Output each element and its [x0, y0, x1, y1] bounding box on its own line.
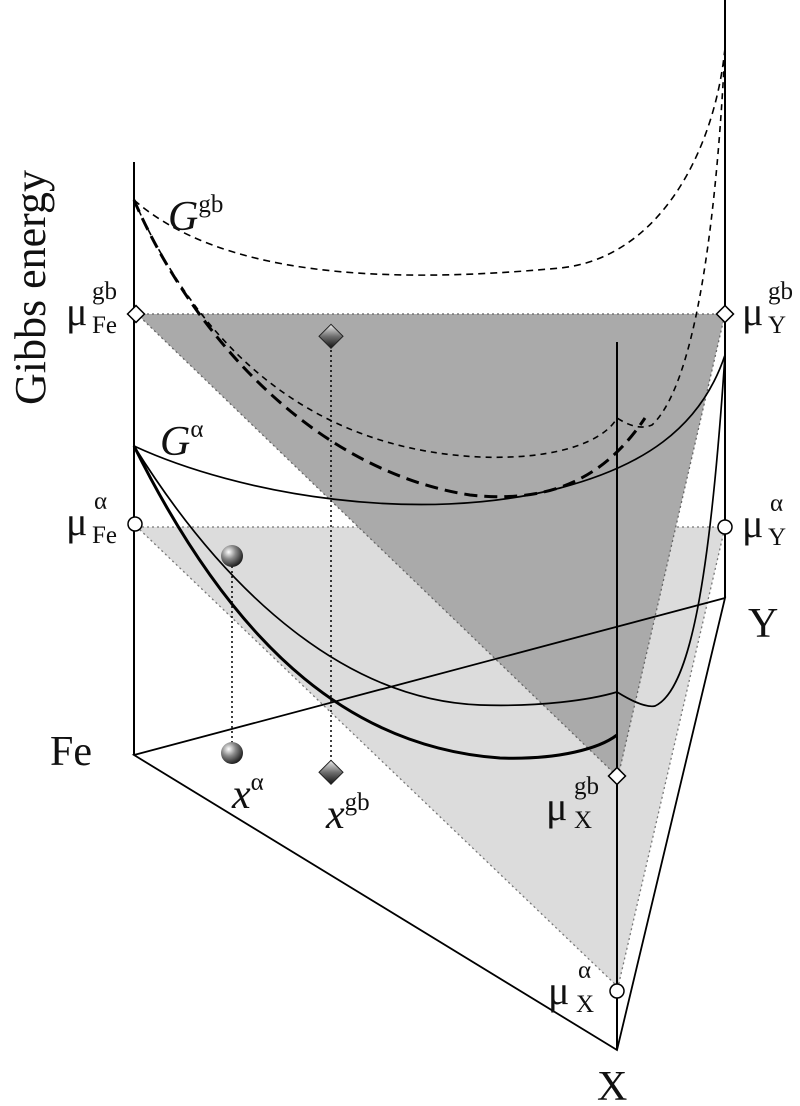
mu-y-alpha-marker: [717, 519, 733, 535]
g-gb-inner-curve: [133, 47, 726, 459]
gb-tangent-plane: [135, 313, 726, 779]
x-alpha-label: xα: [231, 769, 264, 818]
svg-text:gb: gb: [92, 278, 117, 305]
mu-x-gb-marker: [607, 766, 627, 786]
svg-text:X: X: [576, 991, 594, 1018]
mu-x-gb-label: μ gb X: [546, 773, 599, 834]
svg-text:μ: μ: [742, 501, 763, 546]
g-alpha-fe-x-edge: [132, 445, 618, 760]
vertex-label-fe: Fe: [50, 729, 92, 775]
vertex-label-y: Y: [748, 601, 778, 647]
g-alpha-inner-curve: [133, 354, 726, 708]
mu-y-gb-label: μ gb Y: [742, 278, 793, 339]
vertex-label-x: X: [597, 1064, 627, 1106]
svg-text:α: α: [578, 957, 591, 984]
composition-triangle: [131, 596, 727, 1052]
mu-fe-gb-label: μ gb Fe: [66, 278, 117, 339]
svg-text:gb: gb: [574, 773, 599, 800]
svg-text:α: α: [770, 490, 783, 517]
svg-text:Fe: Fe: [92, 522, 117, 549]
mu-y-alpha-label: μ α Y: [742, 490, 786, 551]
svg-text:X: X: [574, 807, 592, 834]
svg-text:μ: μ: [66, 499, 87, 544]
gb-phase-point: [318, 323, 344, 350]
alpha-phase-point: [221, 545, 243, 567]
mu-fe-gb-marker: [126, 304, 146, 324]
g-alpha-label: Gα: [160, 416, 203, 465]
svg-text:μ: μ: [548, 968, 569, 1013]
mu-fe-alpha-marker: [127, 516, 143, 532]
x-gb-composition-point: [318, 759, 344, 786]
svg-text:Fe: Fe: [92, 312, 117, 339]
svg-text:Y: Y: [768, 524, 786, 551]
svg-text:Y: Y: [768, 312, 786, 339]
mu-x-alpha-marker: [609, 983, 625, 999]
svg-text:μ: μ: [546, 784, 567, 829]
x-gb-label: xgb: [325, 789, 370, 838]
g-gb-fe-x-edge: [132, 199, 647, 499]
x-alpha-composition-point: [221, 742, 243, 764]
svg-text:μ: μ: [742, 289, 763, 334]
svg-text:gb: gb: [768, 278, 793, 305]
g-gb-label: Ggb: [168, 191, 223, 240]
g-gb-fe-y-edge: [133, 47, 726, 276]
y-axis-label: Gibbs energy: [6, 170, 55, 405]
g-alpha-fe-y-edge: [133, 354, 726, 506]
mu-fe-alpha-label: μ α Fe: [66, 488, 117, 549]
mu-y-gb-marker: [715, 304, 735, 324]
svg-text:α: α: [94, 488, 107, 515]
mu-x-alpha-label: μ α X: [548, 957, 594, 1018]
svg-text:μ: μ: [66, 289, 87, 334]
